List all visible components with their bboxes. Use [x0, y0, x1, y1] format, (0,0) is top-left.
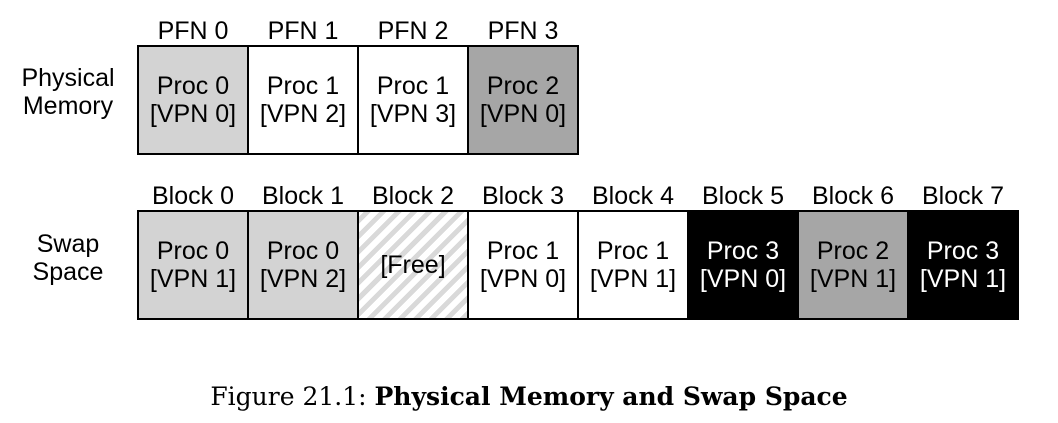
block-header: Block 0	[152, 182, 234, 210]
frame-vpn: [VPN 2]	[259, 100, 347, 128]
swap-block: Proc 1 [VPN 1]	[577, 212, 687, 318]
block-header: Block 1	[262, 182, 344, 210]
block-process: Proc 1	[596, 237, 670, 265]
caption-title: Physical Memory and Swap Space	[374, 382, 848, 411]
block-header: Block 4	[592, 182, 674, 210]
frame-process: Proc 0	[156, 72, 230, 100]
block-vpn: [VPN 1]	[919, 265, 1007, 293]
swap-block-free: [Free]	[357, 212, 467, 318]
block-vpn: [VPN 0]	[699, 265, 787, 293]
pfn-header: PFN 2	[377, 17, 449, 45]
swap-space-blocks: Proc 0 [VPN 1] Proc 0 [VPN 2] [Free] Pro…	[137, 210, 1019, 320]
swap-space-label: Swap Space	[3, 230, 133, 286]
memory-frame: Proc 2 [VPN 0]	[467, 47, 577, 153]
block-header: Block 2	[372, 182, 454, 210]
block-process: Proc 2	[816, 237, 890, 265]
swap-block: Proc 3 [VPN 1]	[907, 212, 1017, 318]
pfn-header: PFN 0	[157, 17, 229, 45]
frame-process: Proc 1	[266, 72, 340, 100]
swap-space-label-line2: Space	[32, 258, 104, 286]
block-vpn: [VPN 1]	[809, 265, 897, 293]
block-process: Proc 3	[706, 237, 780, 265]
pfn-header: PFN 1	[267, 17, 339, 45]
frame-process: Proc 2	[486, 72, 560, 100]
block-process: Proc 0	[266, 237, 340, 265]
figure-caption: Figure 21.1: Physical Memory and Swap Sp…	[0, 382, 1058, 412]
block-process: Proc 3	[926, 237, 1000, 265]
swap-block: Proc 0 [VPN 2]	[247, 212, 357, 318]
block-header: Block 6	[812, 182, 894, 210]
memory-frame: Proc 1 [VPN 3]	[357, 47, 467, 153]
memory-frame: Proc 1 [VPN 2]	[247, 47, 357, 153]
frame-vpn: [VPN 0]	[149, 100, 237, 128]
block-vpn: [VPN 1]	[589, 265, 677, 293]
swap-block: Proc 2 [VPN 1]	[797, 212, 907, 318]
block-vpn: [VPN 0]	[479, 265, 567, 293]
block-vpn: [VPN 1]	[149, 265, 237, 293]
physical-memory-label-line2: Memory	[22, 92, 114, 120]
block-free-label: [Free]	[380, 251, 446, 279]
frame-vpn: [VPN 0]	[479, 100, 567, 128]
swap-block: Proc 1 [VPN 0]	[467, 212, 577, 318]
swap-block: Proc 0 [VPN 1]	[139, 212, 247, 318]
block-process: Proc 1	[486, 237, 560, 265]
block-header: Block 7	[922, 182, 1004, 210]
physical-memory-frames: Proc 0 [VPN 0] Proc 1 [VPN 2] Proc 1 [VP…	[137, 45, 579, 155]
pfn-header: PFN 3	[487, 17, 559, 45]
caption-prefix: Figure 21.1:	[210, 382, 375, 411]
swap-block: Proc 3 [VPN 0]	[687, 212, 797, 318]
frame-vpn: [VPN 3]	[369, 100, 457, 128]
block-header: Block 3	[482, 182, 564, 210]
physical-memory-label: Physical Memory	[3, 64, 133, 120]
swap-space-label-line1: Swap	[36, 230, 100, 258]
memory-frame: Proc 0 [VPN 0]	[139, 47, 247, 153]
physical-memory-label-line1: Physical	[21, 64, 115, 92]
frame-process: Proc 1	[376, 72, 450, 100]
block-process: Proc 0	[156, 237, 230, 265]
block-header: Block 5	[702, 182, 784, 210]
block-vpn: [VPN 2]	[259, 265, 347, 293]
